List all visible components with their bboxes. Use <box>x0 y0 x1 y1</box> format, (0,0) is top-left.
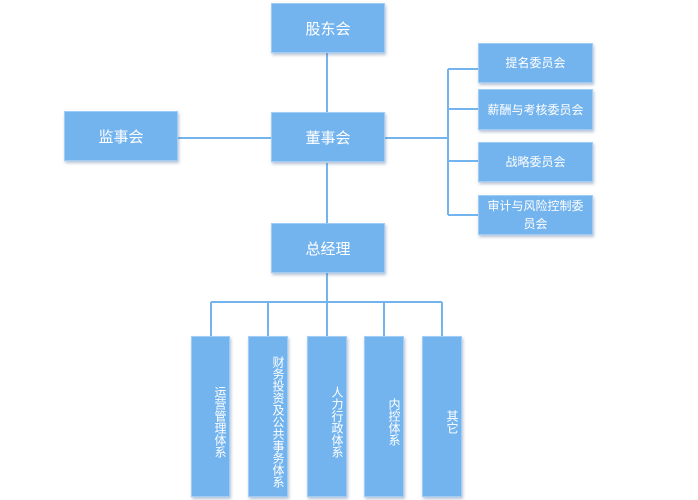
shareholders-label: 股东会 <box>305 19 351 38</box>
committee-compensation-box: 薪酬与考核委员会 <box>478 89 593 130</box>
system-finance-label: 财务投资及公共事务体系 <box>271 355 285 488</box>
supervisors-label: 监事会 <box>98 127 144 146</box>
supervisors-box: 监事会 <box>64 111 178 161</box>
system-hr-admin-label: 人力行政体系 <box>330 385 344 458</box>
system-hr-admin-box: 人力行政体系 <box>307 336 347 497</box>
shareholders-box: 股东会 <box>271 3 385 53</box>
committee-audit-risk-box: 审计与风险控制委员会 <box>478 195 593 235</box>
committee-strategy-label: 战略委员会 <box>505 155 566 169</box>
committee-nomination-box: 提名委员会 <box>478 43 593 83</box>
system-other-label: 其它 <box>445 409 459 434</box>
committee-compensation-label: 薪酬与考核委员会 <box>487 102 584 117</box>
board-box: 董事会 <box>271 112 385 162</box>
system-internal-control-box: 内控体系 <box>364 336 404 497</box>
system-operations-label: 运营管理体系 <box>213 385 227 458</box>
general-manager-label: 总经理 <box>305 239 351 258</box>
system-finance-box: 财务投资及公共事务体系 <box>248 336 288 497</box>
system-internal-control-label: 内控体系 <box>387 397 401 446</box>
system-operations-box: 运营管理体系 <box>191 336 230 497</box>
committee-audit-risk-label: 审计与风险控制委员会 <box>487 199 584 231</box>
committee-strategy-box: 战略委员会 <box>478 142 593 182</box>
board-label: 董事会 <box>305 128 351 147</box>
general-manager-box: 总经理 <box>271 223 385 273</box>
committee-nomination-label: 提名委员会 <box>505 56 566 70</box>
system-other-box: 其它 <box>422 336 462 497</box>
